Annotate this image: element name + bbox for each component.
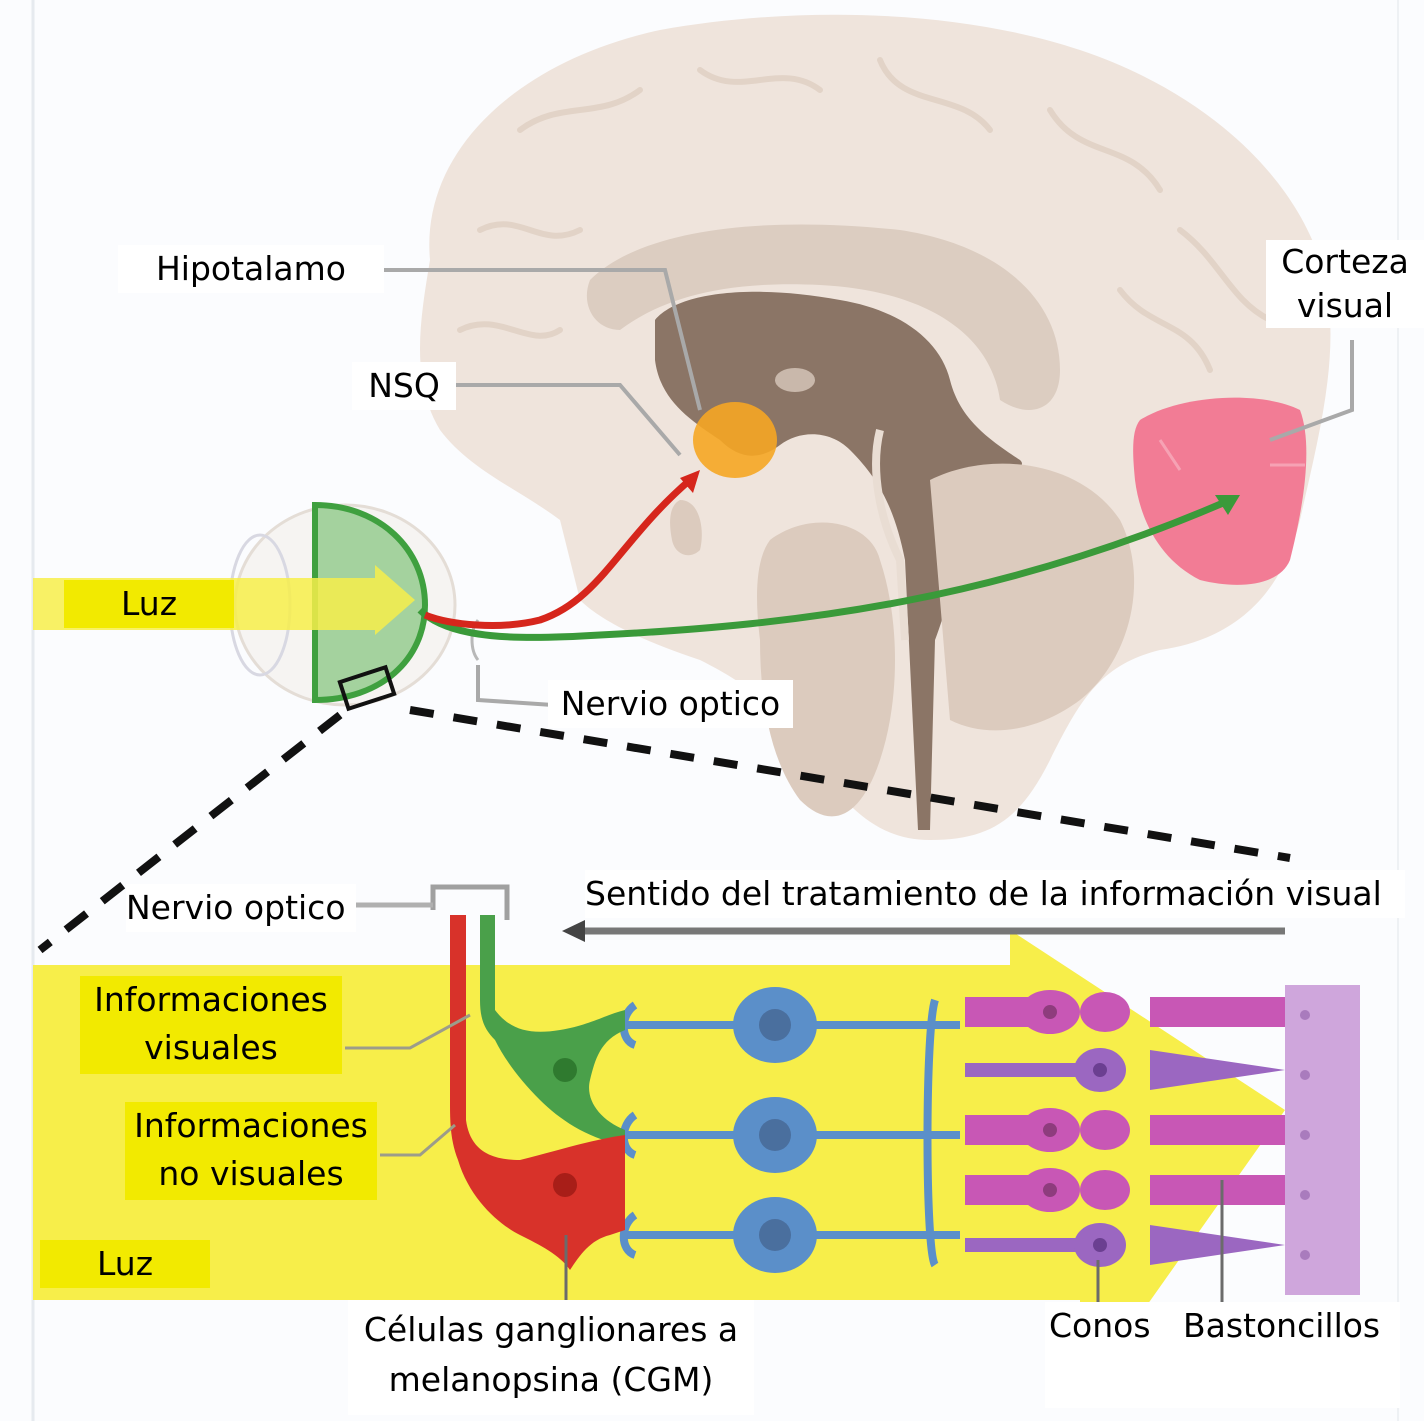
leader-lines-top <box>380 268 1354 707</box>
pigment-epithelium <box>1285 985 1360 1295</box>
label-corteza-visual: Corteza visual <box>1266 240 1424 328</box>
green-ganglion-nucleus <box>553 1058 577 1082</box>
epithelium-dots <box>1300 1010 1310 1260</box>
cortex-fold <box>1158 439 1182 471</box>
cerebellum <box>930 463 1135 731</box>
green-arrowhead <box>1215 495 1240 515</box>
green-visual-pathway <box>417 496 1232 641</box>
pituitary <box>670 500 702 556</box>
zoom-line-right <box>409 706 1291 862</box>
info-no-visuales-leader <box>380 1123 456 1157</box>
bipolar-somas <box>733 987 817 1273</box>
label-bastoncillos: Bastoncillos <box>1183 1306 1381 1345</box>
rods <box>965 990 1285 1212</box>
visual-cortex <box>1133 397 1307 585</box>
rod-1 <box>965 990 1285 1034</box>
rod-3 <box>965 1168 1285 1212</box>
info-visuales-leader <box>345 1013 471 1050</box>
label-luz-top: Luz <box>64 580 234 628</box>
corpus-callosum <box>586 224 1060 410</box>
magnification-box <box>337 664 397 712</box>
label-informaciones-no-visuales-line2: no visuales <box>158 1154 344 1193</box>
red-ganglion-nucleus <box>553 1173 577 1197</box>
aqueduct <box>872 429 909 641</box>
red-ganglion-cell <box>450 915 625 1270</box>
label-nervio-optico-top: Nervio optico <box>548 680 793 728</box>
zoom-line-left <box>37 711 343 954</box>
label-conos: Conos <box>1049 1306 1151 1345</box>
brainstem <box>757 522 895 817</box>
label-informaciones-no-visuales-line1: Informaciones <box>134 1106 368 1145</box>
label-informaciones-no-visuales: Informaciones no visuales <box>125 1102 377 1200</box>
label-informaciones-visuales-line1: Informaciones <box>94 980 328 1019</box>
optic-nerve-bracket <box>430 884 510 920</box>
label-cgm-line1: Células ganglionares a <box>363 1310 739 1349</box>
label-cgm-line2: melanopsina (CGM) <box>388 1360 714 1399</box>
nsq-leader <box>455 383 682 457</box>
leader-lines-bottom <box>345 1013 471 1157</box>
leader-lines-cells <box>564 1180 1224 1305</box>
label-informaciones-visuales-line2: visuales <box>144 1028 278 1067</box>
red-arrowhead <box>680 470 700 493</box>
cones <box>965 1048 1285 1267</box>
label-luz-bottom: Luz <box>40 1240 210 1288</box>
processing-direction-arrowhead <box>562 920 585 942</box>
label-corteza-visual-line1: Corteza <box>1281 242 1409 281</box>
green-ganglion-cell <box>480 915 625 1145</box>
label-hipotalamo: Hipotalamo <box>118 245 384 293</box>
nervio-optico-top-leader <box>476 665 554 707</box>
cone-2 <box>965 1223 1285 1267</box>
cone-1 <box>965 1048 1285 1092</box>
rod-2 <box>965 1108 1285 1152</box>
label-informaciones-visuales: Informaciones visuales <box>80 976 342 1074</box>
label-sentido-tratamiento: Sentido del tratamiento de la informació… <box>585 870 1405 918</box>
corteza-leader <box>1269 340 1354 442</box>
label-celulas-ganglionares: Células ganglionares a melanopsina (CGM) <box>348 1300 754 1415</box>
label-corteza-visual-line2: visual <box>1296 286 1394 325</box>
nsq-nucleus <box>693 402 777 478</box>
label-nervio-optico-bottom: Nervio optico <box>126 884 356 932</box>
label-photoreceptors-box: Conos Bastoncillos <box>1045 1302 1400 1408</box>
ventricle-spot <box>775 368 815 392</box>
red-nonvisual-pathway <box>423 477 693 629</box>
brain-gyri <box>457 57 1273 373</box>
label-nsq: NSQ <box>352 362 456 410</box>
hipotalamo-leader <box>380 268 702 411</box>
